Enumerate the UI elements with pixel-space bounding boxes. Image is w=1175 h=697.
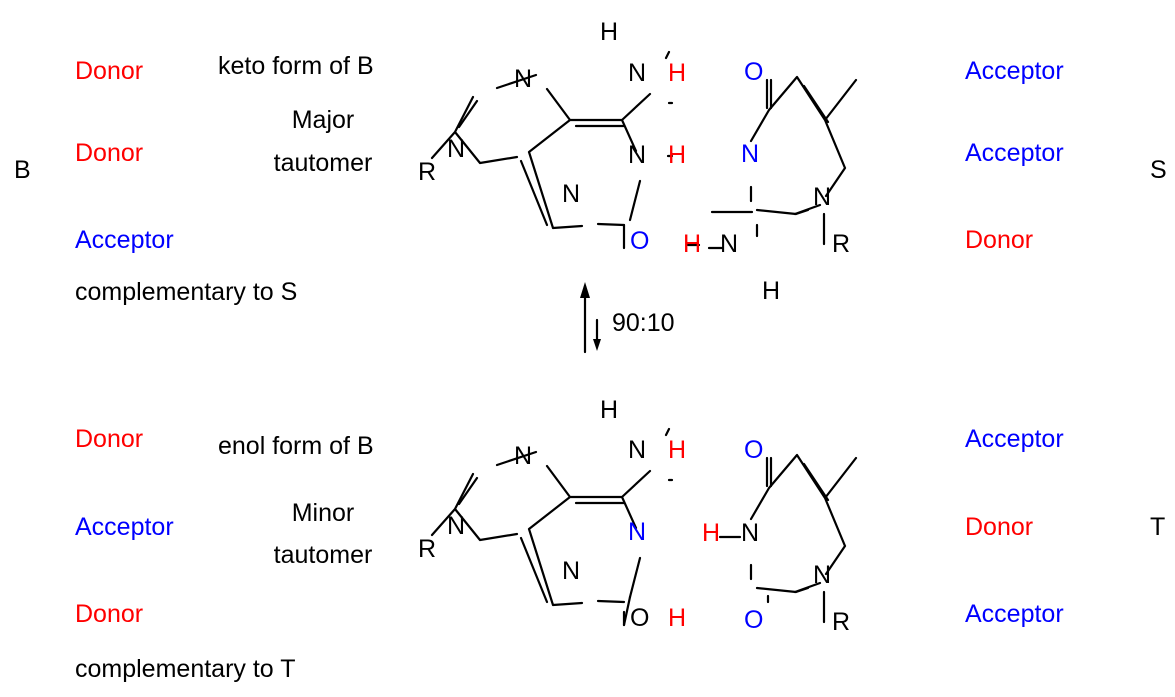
- keto-b-atom: N: [628, 141, 646, 169]
- s-atom: R: [832, 230, 850, 258]
- t-label: T: [1150, 513, 1165, 541]
- top-tautomer-line2: tautomer: [274, 149, 373, 177]
- top-tautomer-line1: Major: [292, 106, 355, 134]
- keto-b-atom: H: [668, 141, 686, 169]
- s-atom: H: [762, 277, 780, 305]
- bottom-form-label: enol form of B: [218, 432, 374, 460]
- enol-b-atom: H: [668, 604, 686, 632]
- t-atom: N: [741, 519, 759, 547]
- enol-b-atom: H: [668, 436, 686, 464]
- b-label: B: [14, 156, 31, 184]
- top-right-label-2: Acceptor: [965, 139, 1064, 167]
- enol-b-atom: O: [630, 604, 649, 632]
- enol-b-atom: N: [628, 436, 646, 464]
- top-left-label-3: Acceptor: [75, 226, 174, 254]
- t-atom: R: [832, 608, 850, 636]
- s-label: S: [1150, 156, 1167, 184]
- keto-b-atom: R: [418, 158, 436, 186]
- s-atom: N: [741, 140, 759, 168]
- enol-b-atom: N: [447, 512, 465, 540]
- bottom-right-label-3: Acceptor: [965, 600, 1064, 628]
- top-form-label: keto form of B: [218, 52, 374, 80]
- bottom-tautomer-line1: Minor: [292, 499, 355, 527]
- top-right-label-3: Donor: [965, 226, 1033, 254]
- keto-b-atom: N: [628, 59, 646, 87]
- bottom-right-label-1: Acceptor: [965, 425, 1064, 453]
- top-right-label-1: Acceptor: [965, 57, 1064, 85]
- top-complementary-label: complementary to S: [75, 278, 297, 306]
- keto-b-atom: H: [600, 18, 618, 46]
- equilibrium-ratio: 90:10: [612, 309, 675, 337]
- bottom-left-label-3: Donor: [75, 600, 143, 628]
- bottom-tautomer-line2: tautomer: [274, 541, 373, 569]
- bottom-right-label-2: Donor: [965, 513, 1033, 541]
- enol-b-atom: R: [418, 535, 436, 563]
- bottom-left-label-2: Acceptor: [75, 513, 174, 541]
- s-atom: O: [744, 58, 763, 86]
- keto-b-atom: N: [514, 65, 532, 93]
- t-atom: O: [744, 606, 763, 634]
- keto-b-structure: [430, 50, 674, 250]
- t-atom: H: [702, 519, 720, 547]
- enol-b-atom: N: [628, 518, 646, 546]
- keto-b-atom: N: [447, 135, 465, 163]
- top-left-label-1: Donor: [75, 57, 143, 85]
- t-atom: N: [813, 561, 831, 589]
- equilibrium-arrows: [580, 282, 601, 354]
- enol-b-atom: N: [562, 557, 580, 585]
- s-atom: H: [683, 230, 701, 258]
- bottom-complementary-label: complementary to T: [75, 655, 295, 683]
- enol-b-structure: [430, 427, 674, 627]
- s-atom: N: [720, 230, 738, 258]
- s-atom: N: [813, 183, 831, 211]
- keto-b-atom: O: [630, 227, 649, 255]
- top-left-label-2: Donor: [75, 139, 143, 167]
- keto-b-atom: N: [562, 180, 580, 208]
- keto-b-atom: H: [668, 59, 686, 87]
- t-atom: O: [744, 436, 763, 464]
- s-structure: [686, 75, 858, 250]
- t-structure: [718, 453, 858, 624]
- enol-b-atom: N: [514, 442, 532, 470]
- bottom-left-label-1: Donor: [75, 425, 143, 453]
- enol-b-atom: H: [600, 396, 618, 424]
